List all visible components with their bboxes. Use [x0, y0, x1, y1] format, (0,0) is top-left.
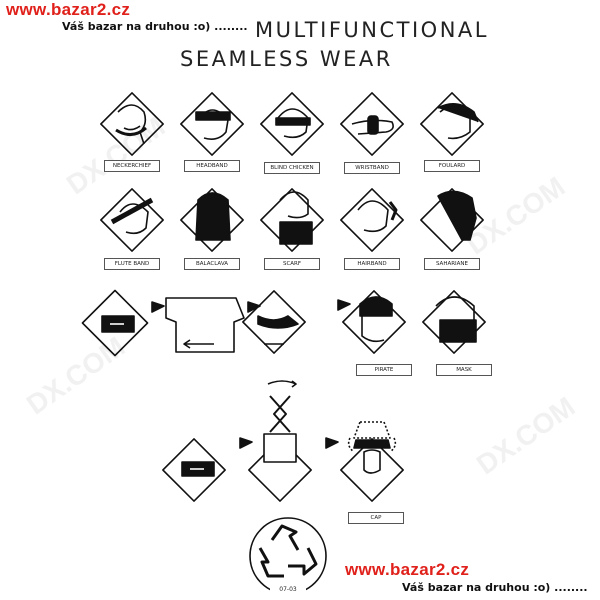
- flute-band-illustration: [100, 188, 164, 252]
- hairband-illustration: [340, 188, 404, 252]
- headband-illustration: [180, 92, 244, 156]
- arrow-right-icon: [325, 437, 339, 449]
- mask-illustration: [422, 290, 486, 354]
- title-line-1: MULTIFUNCTIONAL: [255, 18, 489, 42]
- label-blind-chicken: BLIND CHICKEN: [264, 162, 320, 174]
- sahariane-illustration: [420, 188, 484, 252]
- fold-step-1-illustration: [81, 289, 149, 357]
- fold-step-3-illustration: [242, 290, 306, 354]
- arrow-right-icon: [247, 301, 261, 313]
- site-brand-top[interactable]: www.bazar2.cz: [6, 0, 131, 19]
- label-hairband: HAIRBAND: [344, 258, 400, 270]
- site-brand-bottom[interactable]: www.bazar2.cz: [345, 560, 470, 579]
- arrow-right-icon: [239, 437, 253, 449]
- fold-step-2-illustration: [165, 297, 245, 353]
- neckerchief-illustration: [100, 92, 164, 156]
- title-line-2: SEAMLESS WEAR: [180, 47, 393, 71]
- balaclava-illustration: [180, 188, 244, 252]
- foulard-illustration: [420, 92, 484, 156]
- scarf-illustration: [260, 188, 324, 252]
- label-pirate: PIRATE: [356, 364, 412, 376]
- label-wristband: WRISTBAND: [344, 162, 400, 174]
- wristband-illustration: [340, 92, 404, 156]
- cap-step-2-illustration: [248, 380, 312, 502]
- label-neckerchief: NECKERCHIEF: [104, 160, 160, 172]
- arrow-right-icon: [151, 301, 165, 313]
- recycle-icon: [249, 517, 327, 595]
- label-cap: CAP: [348, 512, 404, 524]
- cap-step-1-illustration: [162, 438, 226, 502]
- label-scarf: SCARF: [264, 258, 320, 270]
- blind-chicken-illustration: [260, 92, 324, 156]
- label-sahariane: SAHARIANE: [424, 258, 480, 270]
- label-mask: MASK: [436, 364, 492, 376]
- arrow-right-icon: [337, 299, 351, 311]
- site-tagline-bottom: Váš bazar na druhou :o) ........: [402, 581, 588, 594]
- label-flute-band: FLUTE BAND: [104, 258, 160, 270]
- label-balaclava: BALACLAVA: [184, 258, 240, 270]
- cap-step-3-illustration: [340, 421, 404, 502]
- label-headband: HEADBAND: [184, 160, 240, 172]
- label-foulard: FOULARD: [424, 160, 480, 172]
- site-tagline-top: Váš bazar na druhou :o) ........: [62, 20, 248, 33]
- recycle-code: 07-03: [270, 585, 306, 595]
- pirate-illustration: [342, 290, 406, 354]
